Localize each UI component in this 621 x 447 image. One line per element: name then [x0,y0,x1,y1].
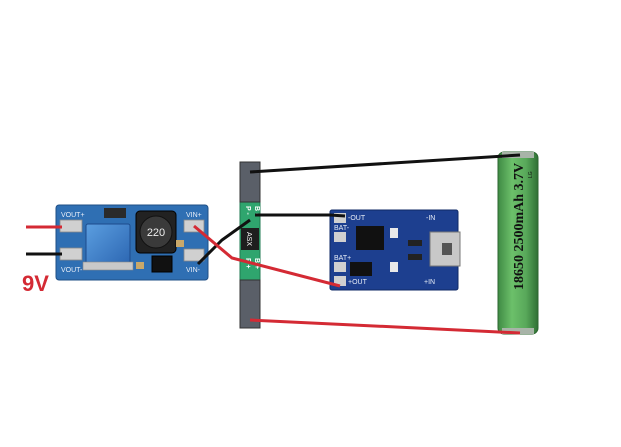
bat-plus-pad [334,262,346,272]
chip-label: ASX [245,232,252,246]
battery-brand: LG [528,171,534,178]
in-plus-label: +IN [424,279,435,286]
bat-minus-label: BAT- [334,225,350,232]
pot-base [82,261,134,271]
output-voltage-label: 9V [22,271,49,296]
inductor-core [139,215,173,249]
nickel-strip-top [239,161,261,203]
charger-ic [356,226,384,250]
vin-minus-pad [183,248,205,262]
capacitor-b [136,262,144,269]
out-plus-label: +OUT [348,279,368,286]
capacitor-a [176,240,184,247]
vout-plus-pad [59,219,83,233]
battery-bottom-cap [502,328,534,334]
vin-minus-label: VIN- [186,267,201,274]
wire-red-bottom [249,318,521,335]
protection-chip [241,228,259,250]
diode [104,208,126,218]
out-minus-label: -OUT [348,215,366,222]
out-plus-pad [334,276,346,286]
trim-potentiometer [85,223,131,269]
battery-label: 18650 2500mAh 3.7V [512,163,527,290]
vout-minus-pad [59,247,83,261]
bat-plus-label: BAT+ [334,255,351,262]
bat-minus-pad [334,232,346,242]
nickel-strip-bottom [239,279,261,329]
p-minus-label: P - [244,206,251,215]
led-red [390,228,398,238]
protection-ic [350,262,372,276]
b-minus-label: B - [253,206,260,216]
resistor-a [408,240,422,246]
in-minus-label: -IN [426,215,435,222]
charger-module: -OUT BAT- -IN BAT+ +OUT +IN [329,209,461,291]
wire-black-top [249,153,521,174]
inductor-label: 220 [147,227,165,239]
wire-red-vin-plus [193,224,341,288]
usb-opening [442,243,452,255]
boost-ic [151,255,173,273]
boost-module: 220 VOUT+ VOUT- VIN+ VIN- [55,204,209,281]
wire-black-bat-minus [255,213,346,218]
resistor-b [408,254,422,260]
vin-plus-label: VIN+ [186,212,202,219]
out-minus-pad [334,213,346,223]
led-blue [390,262,398,272]
wire-black-vin-minus [196,218,251,266]
protection-board: P - B - ASX P + B + [239,161,261,329]
vout-plus-label: VOUT+ [61,212,85,219]
vout-minus-label: VOUT- [61,267,83,274]
battery: 18650 2500mAh 3.7V LG [497,151,539,335]
